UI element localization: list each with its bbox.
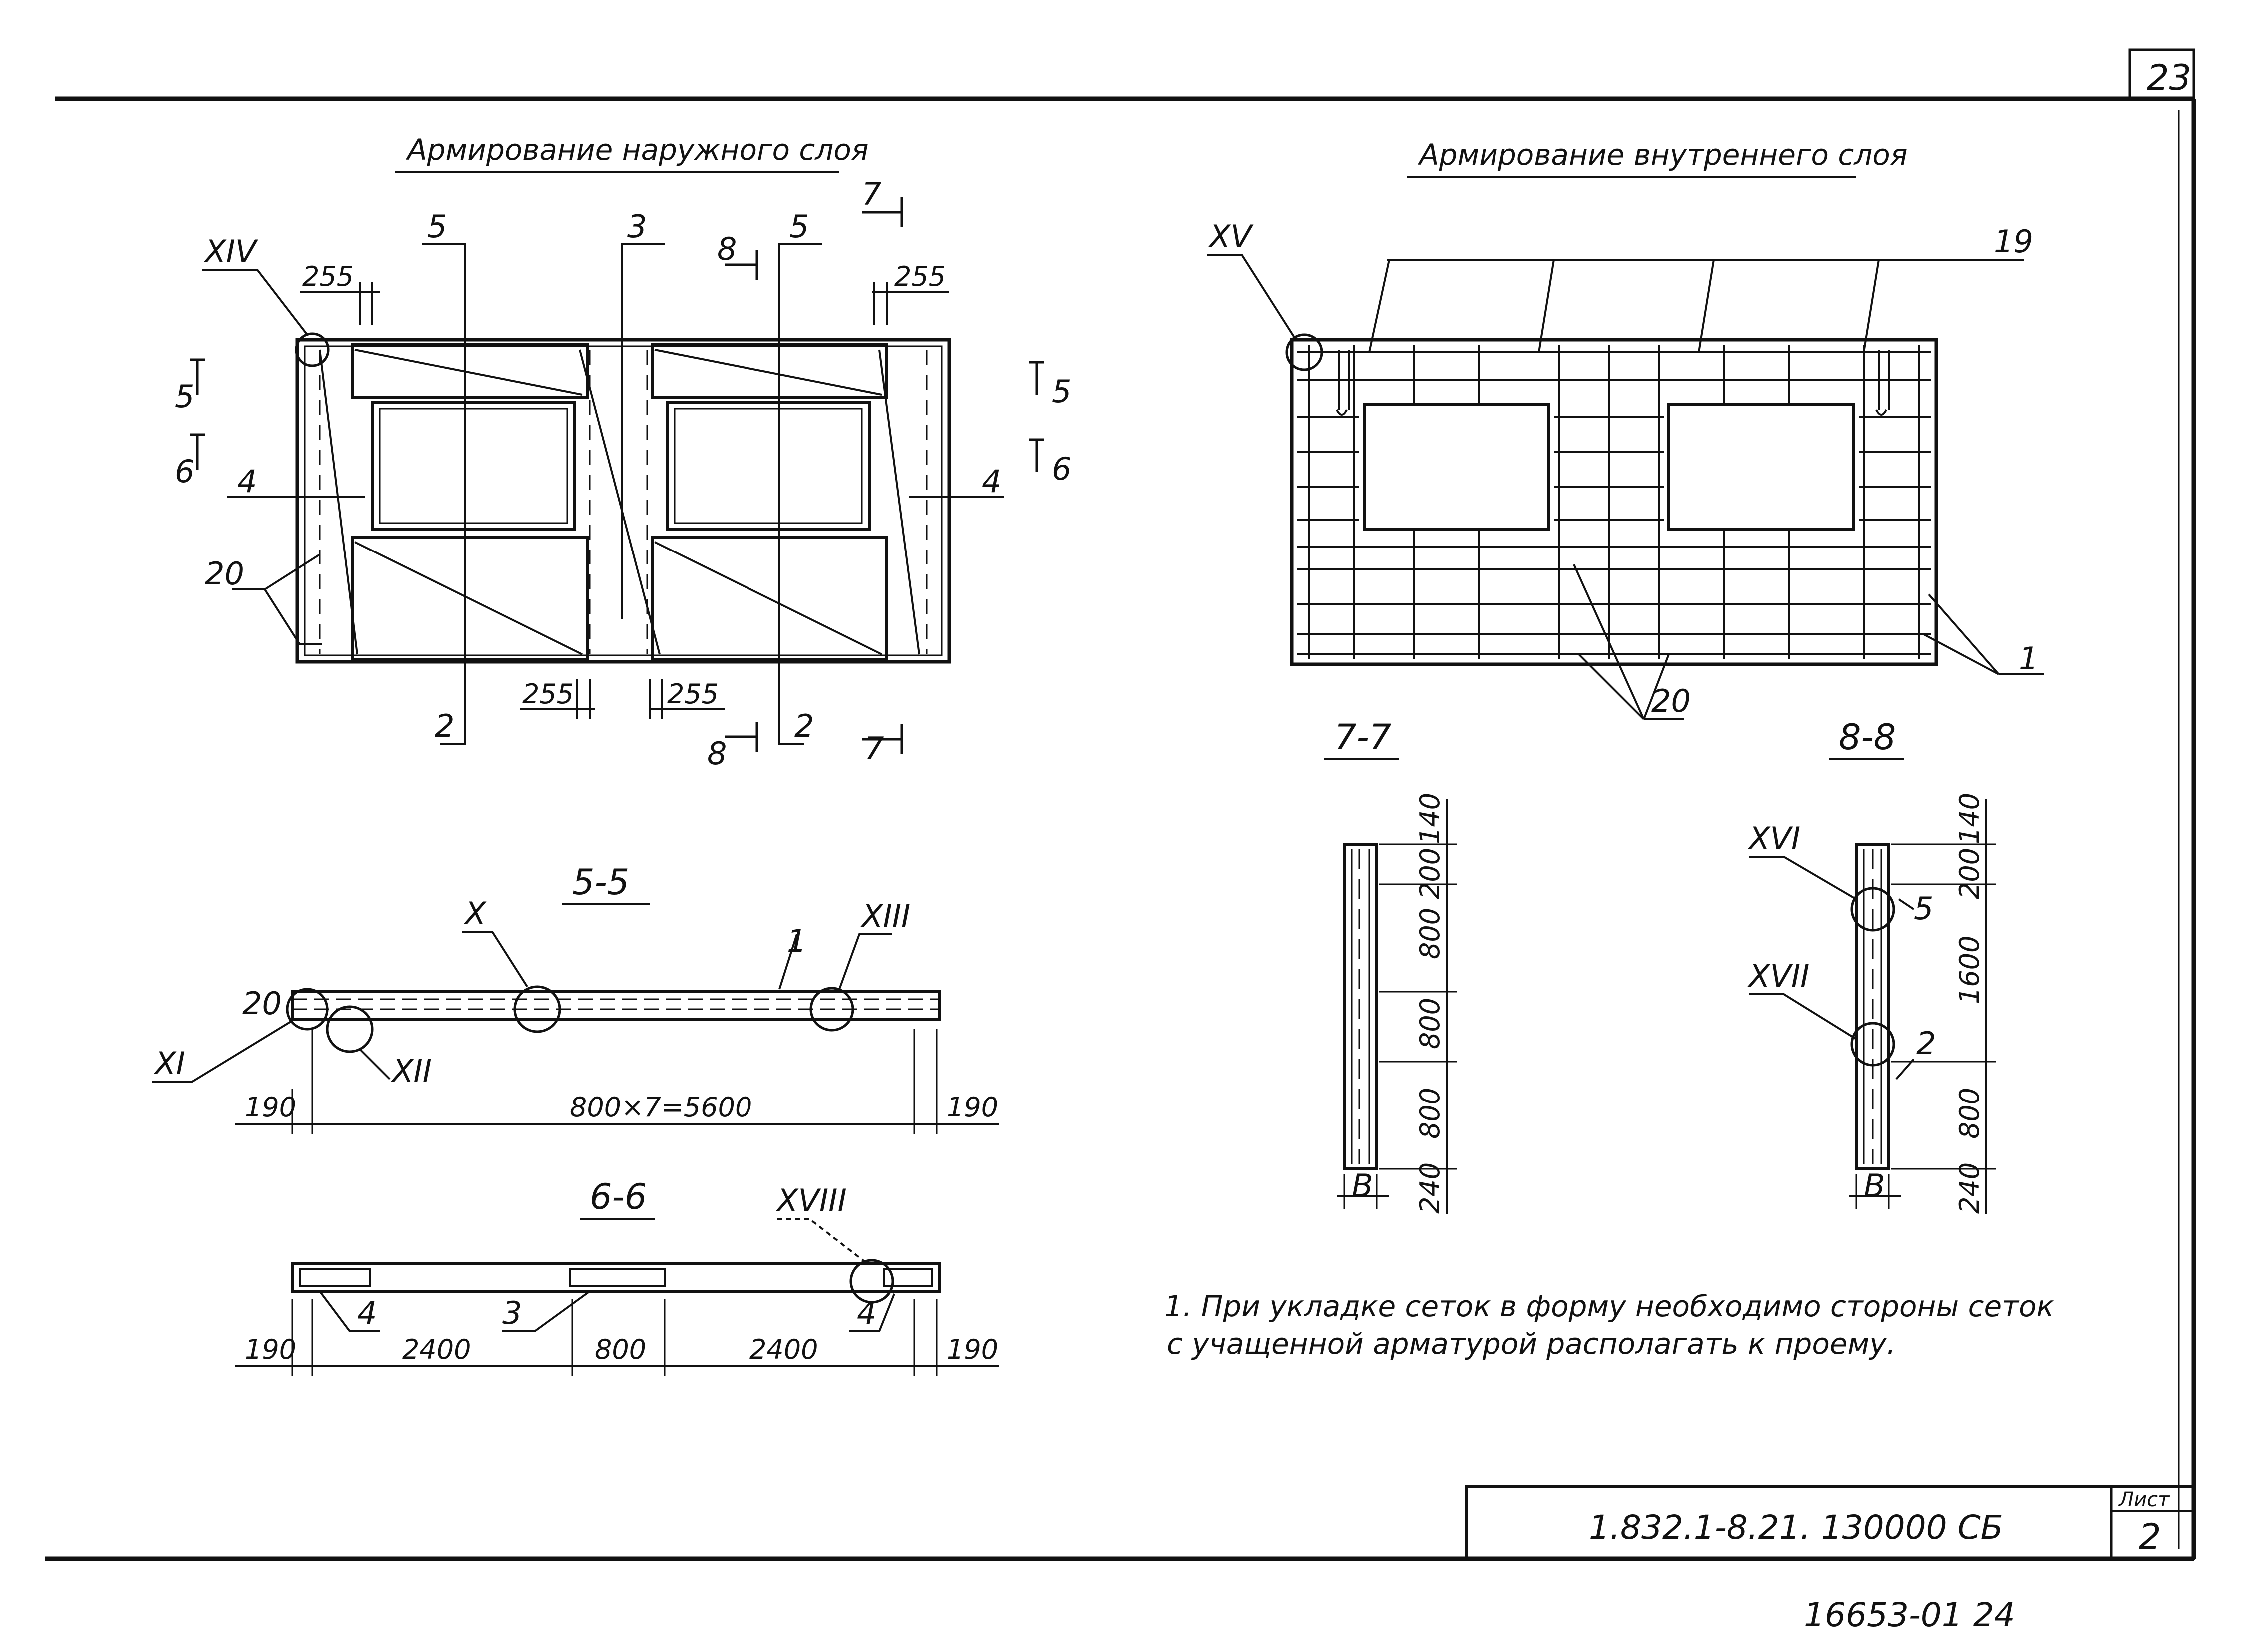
section-7-7-dim-800b: 800 — [1414, 998, 1446, 1049]
section-8-8-width: В — [1864, 1167, 1885, 1204]
section-6-6-mark-4b: 4 — [857, 1295, 876, 1331]
section-6-6-dim-3: 800 — [595, 1334, 646, 1365]
section-7-7-dim-240: 240 — [1414, 1162, 1446, 1214]
outer-section-8-top: 8 — [717, 231, 737, 267]
section-8-8-node-xvii: XVII — [1747, 958, 1809, 994]
section-7-7-title: 7-7 — [1334, 717, 1391, 758]
section-5-5-drawing — [152, 931, 999, 1134]
page-number: 23 — [2147, 57, 2191, 98]
outer-mark-3: 3 — [627, 208, 647, 245]
outer-section-7-bottom: 7 — [864, 730, 884, 767]
outer-section-8-bottom: 8 — [707, 735, 727, 772]
section-7-7-dim-800a: 800 — [1414, 908, 1446, 959]
section-8-8-dim-140: 140 — [1954, 793, 1985, 844]
inner-node-xv: XV — [1208, 218, 1254, 255]
outer-dim-ticks — [300, 282, 949, 719]
section-6-6-mark-3: 3 — [502, 1295, 522, 1331]
section-8-8-dim-1600: 1600 — [1954, 936, 1985, 1004]
section-5-5-dim-middle: 800×7=5600 — [570, 1092, 752, 1123]
section-6-6-dim-1: 190 — [245, 1334, 296, 1365]
section-8-8-dim-240: 240 — [1954, 1162, 1985, 1214]
section-8-8-dim-800: 800 — [1954, 1088, 1985, 1139]
section-8-8-dim-200: 200 — [1954, 848, 1985, 899]
note-line-1: 1. При укладке сеток в форму необходимо … — [1164, 1289, 2054, 1323]
outer-mark-2b: 2 — [794, 708, 814, 744]
section-8-8-drawing — [1749, 799, 1996, 1214]
outer-section-marks — [190, 197, 1044, 754]
inner-layer-title: Армирование внутреннего слоя — [1417, 138, 1908, 172]
outer-mark-2a: 2 — [435, 708, 454, 744]
outer-section-5-right: 5 — [1052, 373, 1071, 410]
outer-section-6-left: 6 — [175, 453, 194, 490]
section-5-5-mark-1: 1 — [787, 923, 806, 959]
section-6-6-title: 6-6 — [590, 1176, 647, 1217]
section-7-7-dim-200: 200 — [1414, 848, 1446, 899]
outer-panel — [295, 338, 951, 664]
outer-layer-title: Армирование наружного слоя — [405, 133, 869, 167]
outer-mark-4b: 4 — [982, 463, 1001, 500]
list-label: Лист — [2118, 1488, 2170, 1511]
section-6-6-dim-2: 2400 — [402, 1334, 471, 1365]
section-5-5-dim-right: 190 — [947, 1092, 998, 1123]
drawing-code: 1.832.1-8.21. 130000 СБ — [1589, 1508, 2003, 1547]
section-5-5-title: 5-5 — [572, 862, 629, 903]
section-8-8-title: 8-8 — [1839, 717, 1896, 758]
section-6-6-drawing — [235, 1218, 999, 1376]
section-7-7-drawing — [1337, 799, 1457, 1214]
section-5-5-node-x: X — [463, 895, 487, 932]
section-8-8-mark-2: 2 — [1916, 1025, 1936, 1062]
section-6-6-node-xviii: XVIII — [775, 1182, 847, 1219]
inner-mark-19: 19 — [1994, 223, 2033, 260]
section-5-5-mark-20: 20 — [242, 985, 282, 1022]
section-5-5-node-xiii: XIII — [860, 898, 910, 934]
section-8-8-node-xvi: XVI — [1747, 820, 1800, 857]
outer-mark-20: 20 — [205, 555, 244, 592]
bottom-stamp: 16653-01 24 — [1804, 1596, 2015, 1634]
outer-section-6-right: 6 — [1052, 451, 1071, 487]
outer-section-5-left: 5 — [175, 378, 194, 415]
outer-node-xiv: XIV — [203, 233, 259, 270]
title-block — [1465, 1485, 2195, 1560]
section-5-5-dim-left: 190 — [245, 1092, 296, 1123]
section-7-7-dim-800c: 800 — [1414, 1088, 1446, 1139]
inner-mark-1: 1 — [2019, 640, 2038, 677]
outer-dim-255-tl: 255 — [302, 261, 354, 292]
inner-leaders — [1207, 254, 2044, 720]
section-6-6-mark-4a: 4 — [357, 1295, 377, 1331]
inner-panel — [1290, 338, 1938, 666]
outer-mark-5a: 5 — [427, 208, 447, 245]
section-7-7-dim-140: 140 — [1414, 793, 1446, 844]
section-6-6-dim-4: 2400 — [749, 1334, 818, 1365]
section-8-8-mark-5: 5 — [1914, 890, 1933, 927]
section-6-6-dim-5: 190 — [947, 1334, 998, 1365]
section-5-5-node-xii: XII — [391, 1053, 432, 1089]
list-number: 2 — [2139, 1516, 2161, 1557]
inner-mark-20: 20 — [1651, 683, 1691, 719]
note-line-2: с учащенной арматурой располагать к прое… — [1167, 1327, 1896, 1361]
outer-dim-255-tr: 255 — [894, 261, 946, 292]
outer-mark-4a: 4 — [237, 463, 257, 500]
outer-mark-5b: 5 — [789, 208, 809, 245]
outer-section-7-top: 7 — [862, 176, 881, 212]
outer-leaders — [202, 243, 1004, 745]
outer-dim-255-b2: 255 — [667, 678, 719, 710]
section-7-7-width: В — [1352, 1167, 1373, 1204]
section-5-5-node-xi: XI — [153, 1045, 185, 1082]
outer-dim-255-b1: 255 — [522, 678, 574, 710]
